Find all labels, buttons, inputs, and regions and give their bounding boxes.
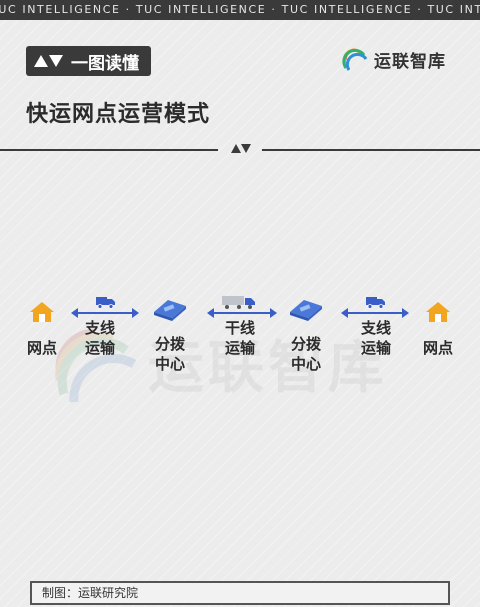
link-2-label: 干线 运输 bbox=[220, 318, 260, 358]
brand-logo: 运联智库 bbox=[342, 46, 446, 72]
node-hub-2: 分拨 中心 bbox=[286, 296, 326, 374]
link-3-label: 支线 运输 bbox=[356, 318, 396, 358]
node-hub-2-line2: 中心 bbox=[290, 355, 321, 373]
truck-icon bbox=[96, 297, 115, 309]
node-outlet-1: 网点 bbox=[24, 300, 60, 358]
triangle-logo-icon bbox=[34, 55, 63, 67]
watermark: 运联智库 bbox=[50, 318, 388, 408]
node-hub-1: 分拨 中心 bbox=[150, 296, 190, 374]
node-outlet-1-label: 网点 bbox=[26, 339, 57, 357]
link-3-line2: 运输 bbox=[360, 339, 391, 357]
ticker-banner: TUC INTELLIGENCE · TUC INTELLIGENCE · TU… bbox=[0, 0, 480, 20]
house-icon bbox=[426, 302, 450, 322]
link-1-label: 支线 运输 bbox=[80, 318, 120, 358]
brand-logo-text: 运联智库 bbox=[374, 51, 446, 72]
arrow-link-1 bbox=[71, 308, 139, 318]
link-2-line1: 干线 bbox=[224, 319, 255, 337]
link-1-line2: 运输 bbox=[84, 339, 115, 357]
watermark-logo-icon bbox=[55, 328, 137, 403]
divider-right bbox=[262, 149, 480, 151]
arrow-link-3 bbox=[341, 308, 409, 318]
section-badge: 一图读懂 bbox=[26, 46, 151, 76]
divider-left bbox=[0, 149, 218, 151]
house-icon bbox=[30, 302, 54, 322]
node-outlet-2-label: 网点 bbox=[422, 339, 453, 357]
link-3-line1: 支线 bbox=[360, 319, 391, 337]
node-outlet-2: 网点 bbox=[420, 300, 456, 358]
divider-triangle-icon bbox=[231, 144, 251, 153]
node-hub-1-line2: 中心 bbox=[154, 355, 185, 373]
brand-logo-icon bbox=[342, 48, 368, 71]
sorting-hub-icon bbox=[154, 300, 186, 321]
badge-label: 一图读懂 bbox=[71, 53, 139, 74]
link-1-line1: 支线 bbox=[84, 319, 115, 337]
arrow-link-2 bbox=[207, 308, 277, 318]
node-hub-1-line1: 分拨 bbox=[154, 335, 185, 353]
link-2-line2: 运输 bbox=[224, 339, 255, 357]
footer-credit: 制图：运联研究院 bbox=[30, 581, 450, 605]
truck-icon bbox=[366, 297, 385, 309]
sorting-hub-icon bbox=[290, 300, 322, 321]
semi-truck-icon bbox=[222, 296, 255, 309]
page-title: 快运网点运营模式 bbox=[26, 102, 211, 127]
node-hub-2-line1: 分拨 bbox=[290, 335, 321, 353]
watermark-text: 运联智库 bbox=[148, 335, 388, 401]
